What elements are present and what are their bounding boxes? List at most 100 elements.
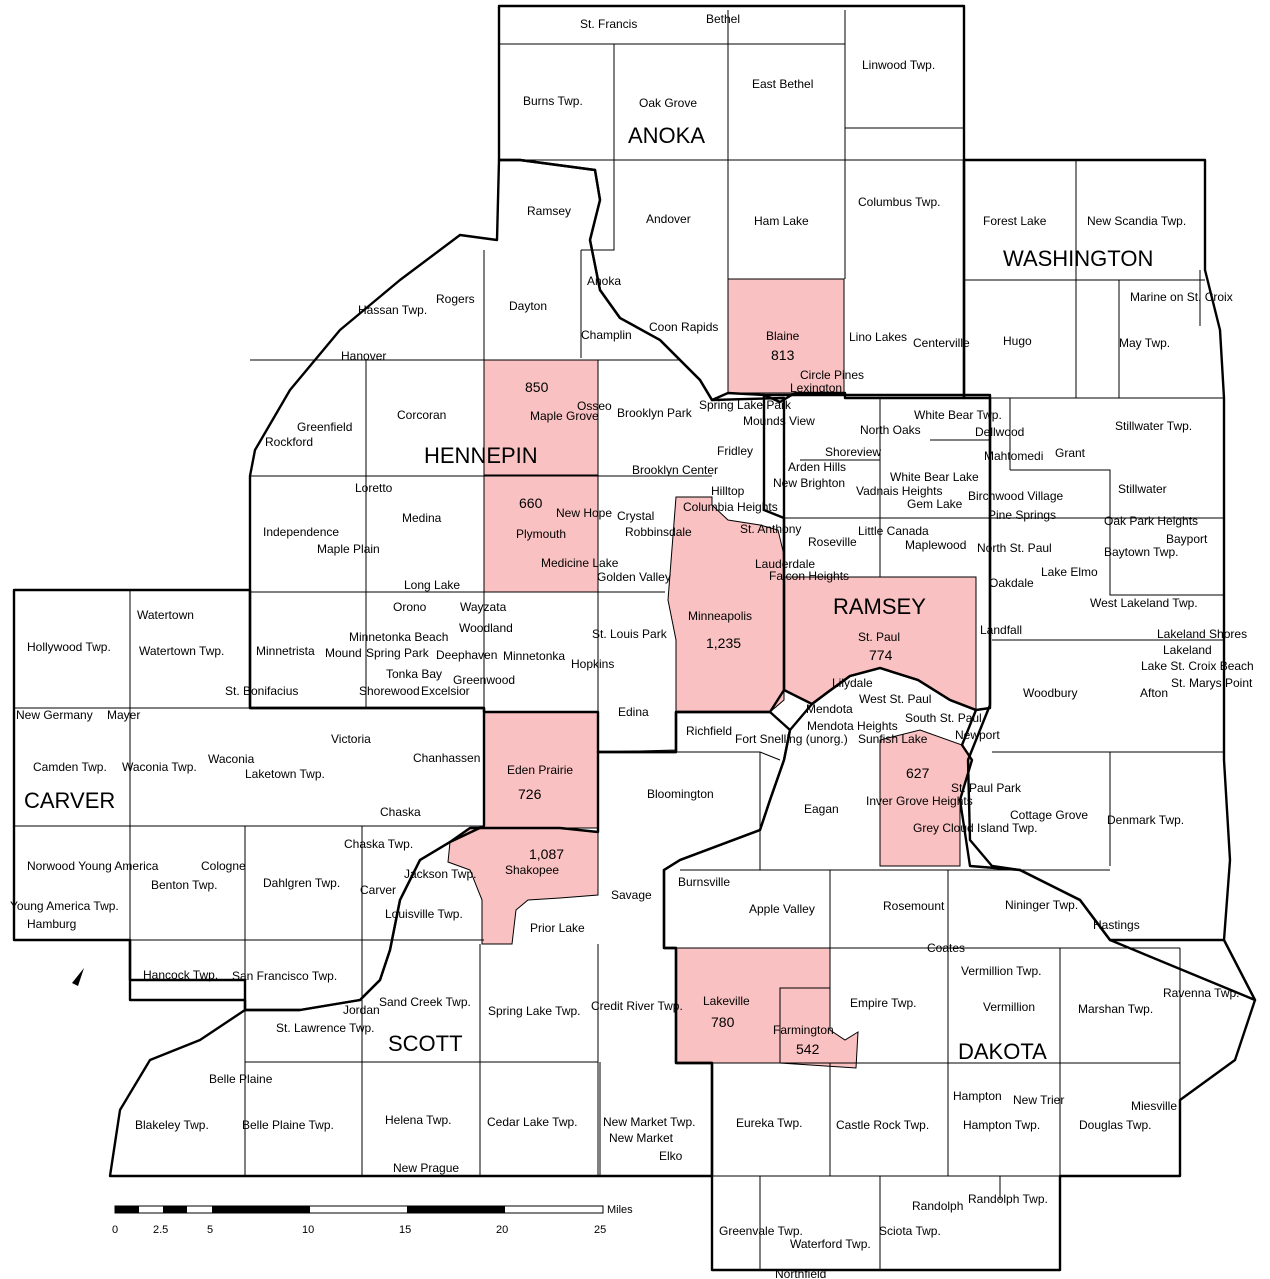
municipality-label: Chanhassen [413,751,480,765]
municipality-label: Camden Twp. [33,760,107,774]
municipality-label: Fridley [717,444,753,458]
municipality-label: Randolph Twp. [968,1192,1048,1206]
municipality-label: Grant [1055,446,1086,460]
municipality-label: Waconia Twp. [122,760,197,774]
scale-tick-15: 15 [399,1224,411,1236]
municipality-label: Loretto [355,481,393,495]
municipality-label: Stillwater [1118,482,1167,496]
municipality-label: Greenvale Twp. [719,1224,803,1238]
municipality-label: Excelsior [421,684,470,698]
municipality-label: Hampton [953,1089,1002,1103]
county-label-washington: WASHINGTON [1003,246,1153,271]
municipality-label: St. Bonifacius [225,684,298,698]
municipality-label: Centerville [913,336,970,350]
municipality-label: Norwood Young America [27,859,159,873]
municipality-label: Osseo [577,399,612,413]
highlight-name-farmington: Farmington [773,1023,834,1037]
municipality-label: Burns Twp. [523,94,583,108]
municipality-label: Stillwater Twp. [1115,419,1192,433]
highlight-value-eden-prairie: 726 [518,786,542,802]
highlight-value-st-paul: 774 [869,647,893,663]
municipality-label: Robbinsdale [625,525,692,539]
municipality-label: Belle Plaine [209,1072,273,1086]
municipality-label: Blakeley Twp. [135,1118,209,1132]
municipality-label: Chaska Twp. [344,837,413,851]
municipality-label: Deephaven [436,648,497,662]
municipality-label: White Bear Twp. [914,408,1002,422]
municipality-label: Afton [1140,686,1168,700]
municipality-label: Chaska [380,805,421,819]
highlight-name-minneapolis: Minneapolis [688,609,752,623]
municipality-label: Mound [325,646,362,660]
scale-tick-20: 20 [496,1224,508,1236]
municipality-label: Spring Lake Park [699,398,792,412]
municipality-label: Prior Lake [530,921,585,935]
municipality-label: Oak Park Heights [1104,514,1198,528]
municipality-label: Coon Rapids [649,320,718,334]
county-label-anoka: ANOKA [628,123,705,148]
municipality-label: New Germany [16,708,93,722]
municipality-label: Hamburg [27,917,76,931]
highlight-name-plymouth: Plymouth [516,527,566,541]
municipality-label: Baytown Twp. [1104,545,1178,559]
municipality-label: Hopkins [571,657,614,671]
municipality-label: Birchwood Village [968,489,1063,503]
municipality-label: Woodland [459,621,513,635]
municipality-label: Champlin [581,328,632,342]
municipality-label: Andover [646,212,691,226]
scale-tick-0: 0 [112,1224,118,1236]
municipality-label: Mahtomedi [984,449,1043,463]
highlight-value-lakeville: 780 [711,1014,735,1030]
municipality-label: Douglas Twp. [1079,1118,1152,1132]
municipality-label: Ramsey [527,204,571,218]
municipality-label: Rogers [436,292,475,306]
municipality-label: Hugo [1003,334,1032,348]
highlight-name-inver-grove: Inver Grove Heights [866,794,973,808]
municipality-label: Newport [955,728,1000,742]
highlighted-areas [447,278,977,1069]
municipality-label: Shoreview [825,445,881,459]
scale-unit: Miles [607,1204,633,1216]
municipality-label: Tonka Bay [386,667,442,681]
municipality-label: Randolph [912,1199,963,1213]
municipality-label: Waterford Twp. [790,1237,871,1251]
municipality-label: Dayton [509,299,547,313]
municipality-label: Oak Grove [639,96,697,110]
municipality-label: Sand Creek Twp. [379,995,471,1009]
municipality-label: East Bethel [752,77,813,91]
municipality-label: Greenwood [453,673,515,687]
municipality-label: Hilltop [711,484,745,498]
municipality-label: West Lakeland Twp. [1090,596,1198,610]
highlight-value-blaine: 813 [771,347,795,363]
municipality-label: Young America Twp. [10,899,119,913]
municipality-label: Burnsville [678,875,730,889]
municipality-label: New Brighton [773,476,845,490]
municipality-label: Lexington [790,381,842,395]
municipality-label: Mayer [107,708,140,722]
scale-tick-2-5: 2.5 [153,1224,168,1236]
municipality-label: Linwood Twp. [862,58,935,72]
municipality-label: Ravenna Twp. [1163,986,1240,1000]
municipality-label: Greenfield [297,420,352,434]
municipality-label: Waconia [208,752,255,766]
municipality-label: Watertown Twp. [139,644,224,658]
municipality-label: St. Marys Point [1171,676,1253,690]
municipality-label: Eureka Twp. [736,1116,802,1130]
municipality-label: Medina [402,511,442,525]
municipality-label: North St. Paul [977,541,1052,555]
municipality-label: San Francisco Twp. [232,969,337,983]
county-labels: ANOKA WASHINGTON HENNEPIN RAMSEY CARVER … [24,123,1153,1064]
municipality-label: Grey Cloud Island Twp. [913,821,1038,835]
municipality-label: Mounds View [743,414,815,428]
scott-county-border [108,710,792,1178]
municipality-label: Sunfish Lake [858,732,928,746]
municipality-label: Cedar Lake Twp. [487,1115,578,1129]
municipality-label: Dellwood [975,425,1024,439]
highlight-farmington [779,987,859,1069]
highlight-blaine [727,278,845,394]
scale-tick-5: 5 [207,1224,213,1236]
municipality-label: Elko [659,1149,683,1163]
highlight-value-maple-grove: 850 [525,379,549,395]
municipality-label: Falcon Heights [769,569,849,583]
